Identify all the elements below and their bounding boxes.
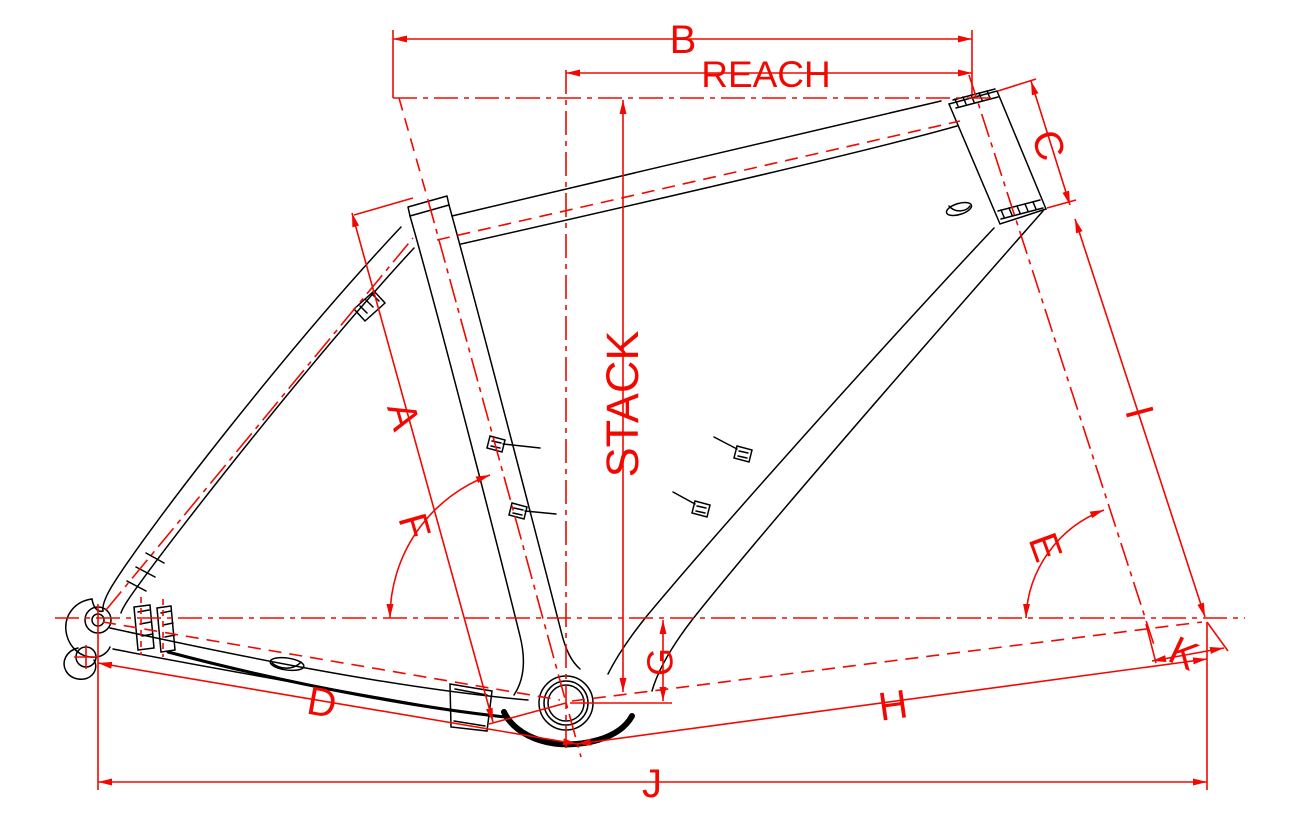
top-tube-axis — [436, 120, 961, 241]
ext-k-right — [1206, 621, 1229, 652]
dim-a — [351, 212, 494, 723]
label-a: A — [378, 397, 428, 435]
down-tube-bottle-bosses — [672, 436, 753, 518]
dim-h — [576, 657, 1208, 746]
ext-a-top — [353, 197, 414, 216]
label-stack: STACK — [597, 331, 648, 478]
hanger-cross — [74, 645, 98, 669]
label-c: C — [1022, 124, 1073, 166]
down-tube — [607, 210, 1044, 692]
dim-d — [97, 661, 578, 746]
label-e: E — [1020, 527, 1070, 567]
head-tube — [947, 90, 1048, 225]
dim-c — [1030, 80, 1071, 206]
seat-tube-bottle-bosses — [486, 435, 557, 520]
arc-f-seat-angle — [386, 474, 491, 619]
label-h: H — [876, 682, 911, 730]
arc-e-head-angle — [1023, 509, 1105, 619]
label-b: B — [670, 18, 697, 62]
label-reach: REACH — [701, 54, 831, 95]
ext-k-left — [1145, 623, 1157, 664]
seat-tube — [407, 195, 581, 696]
rear-dropout — [63, 598, 112, 680]
label-g: G — [640, 648, 681, 676]
seat-stay — [102, 226, 415, 614]
top-tube-cable-port — [945, 201, 973, 217]
dimension-layer — [55, 30, 1245, 790]
top-tube-cable-port-line — [948, 205, 971, 212]
head-tube-bottom-bearing-hatch — [997, 199, 1044, 220]
label-d: D — [304, 679, 340, 727]
ext-c-bottom — [1046, 199, 1077, 209]
seat-axis-upper — [398, 97, 429, 201]
ext-c-top — [997, 78, 1037, 92]
label-i: I — [1116, 401, 1161, 423]
top-tube — [451, 100, 958, 245]
steering-axis — [968, 74, 1155, 646]
brake-mount-posts — [133, 604, 176, 653]
frame-drawing — [63, 88, 1048, 748]
label-f: F — [390, 508, 439, 544]
seat-stay-axis — [105, 237, 414, 611]
label-j: J — [642, 762, 662, 806]
seat-tube-axis — [427, 199, 582, 758]
dimension-labels: B REACH STACK A C D E F G H I J K — [304, 18, 1205, 806]
label-k: K — [1162, 628, 1205, 679]
dim-i — [1074, 218, 1206, 618]
